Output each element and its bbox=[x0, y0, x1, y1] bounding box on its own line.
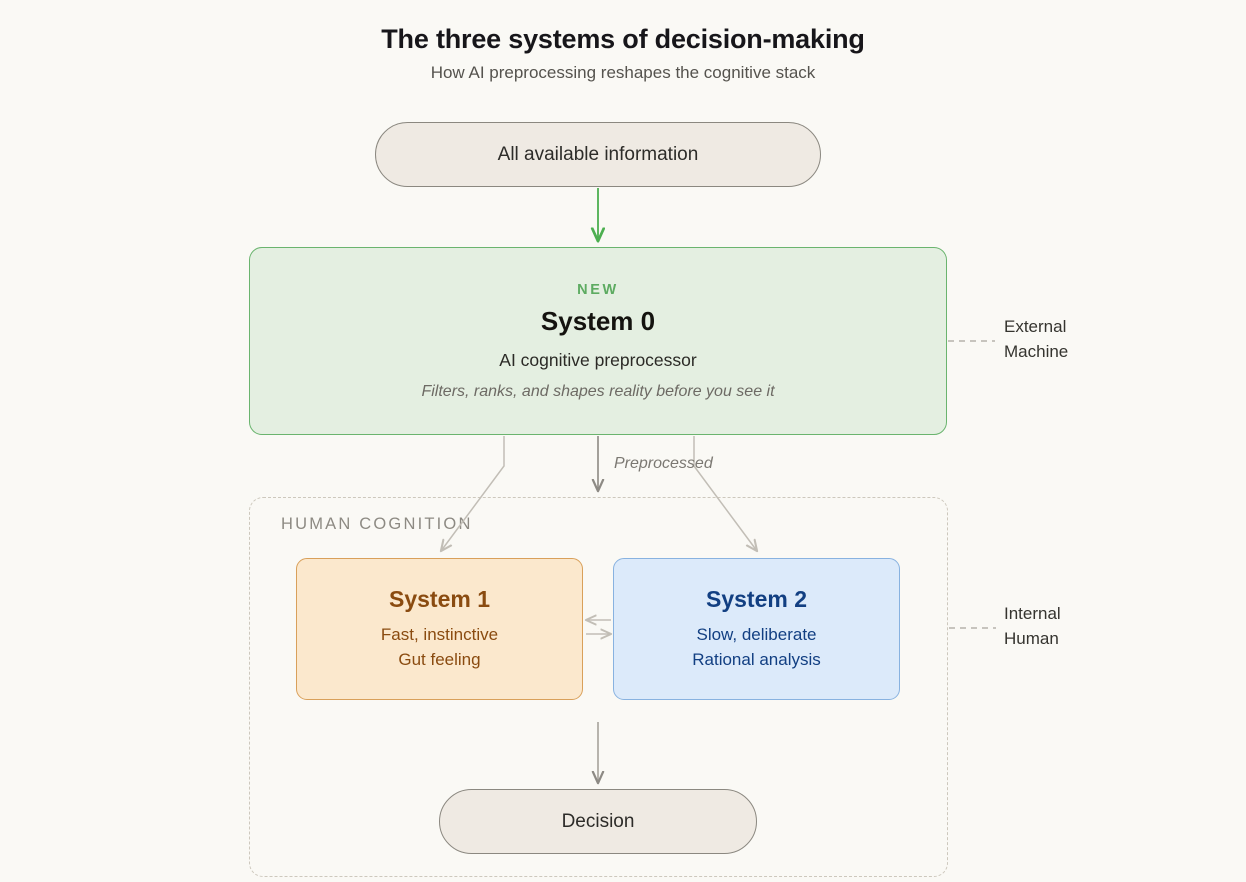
node-system-0[interactable]: NEW System 0 AI cognitive preprocessor F… bbox=[249, 247, 947, 435]
human-cognition-group bbox=[249, 497, 948, 877]
system1-line-2: Gut feeling bbox=[398, 650, 481, 669]
label-external-machine: External Machine bbox=[1004, 314, 1068, 364]
system0-note: Filters, ranks, and shapes reality befor… bbox=[421, 382, 775, 400]
node-system-2[interactable]: System 2 Slow, deliberate Rational analy… bbox=[613, 558, 900, 700]
node-all-information-label: All available information bbox=[497, 143, 699, 165]
internal-human-line-2: Human bbox=[1004, 629, 1059, 648]
node-all-available-information[interactable]: All available information bbox=[375, 122, 821, 187]
human-cognition-label: HUMAN COGNITION bbox=[281, 515, 473, 533]
external-machine-line-1: External bbox=[1004, 317, 1067, 336]
status-badge-new: NEW bbox=[577, 281, 619, 298]
system2-line-1: Slow, deliberate bbox=[696, 625, 817, 644]
system2-line-2: Rational analysis bbox=[692, 650, 821, 669]
node-decision[interactable]: Decision bbox=[439, 789, 757, 854]
system1-line-1: Fast, instinctive bbox=[380, 625, 499, 644]
internal-human-line-1: Internal bbox=[1004, 604, 1061, 623]
page-subtitle: How AI preprocessing reshapes the cognit… bbox=[430, 63, 816, 82]
label-internal-human: Internal Human bbox=[1004, 601, 1061, 651]
system0-title: System 0 bbox=[540, 305, 656, 336]
page-title: The three systems of decision-making bbox=[381, 24, 865, 54]
system2-title: System 2 bbox=[705, 586, 807, 612]
external-machine-line-2: Machine bbox=[1004, 342, 1069, 361]
system0-subtitle: AI cognitive preprocessor bbox=[499, 349, 697, 370]
system1-title: System 1 bbox=[388, 586, 490, 612]
node-system-1[interactable]: System 1 Fast, instinctive Gut feeling bbox=[296, 558, 583, 700]
label-preprocessed: Preprocessed bbox=[614, 455, 713, 472]
decision-label: Decision bbox=[561, 810, 635, 832]
